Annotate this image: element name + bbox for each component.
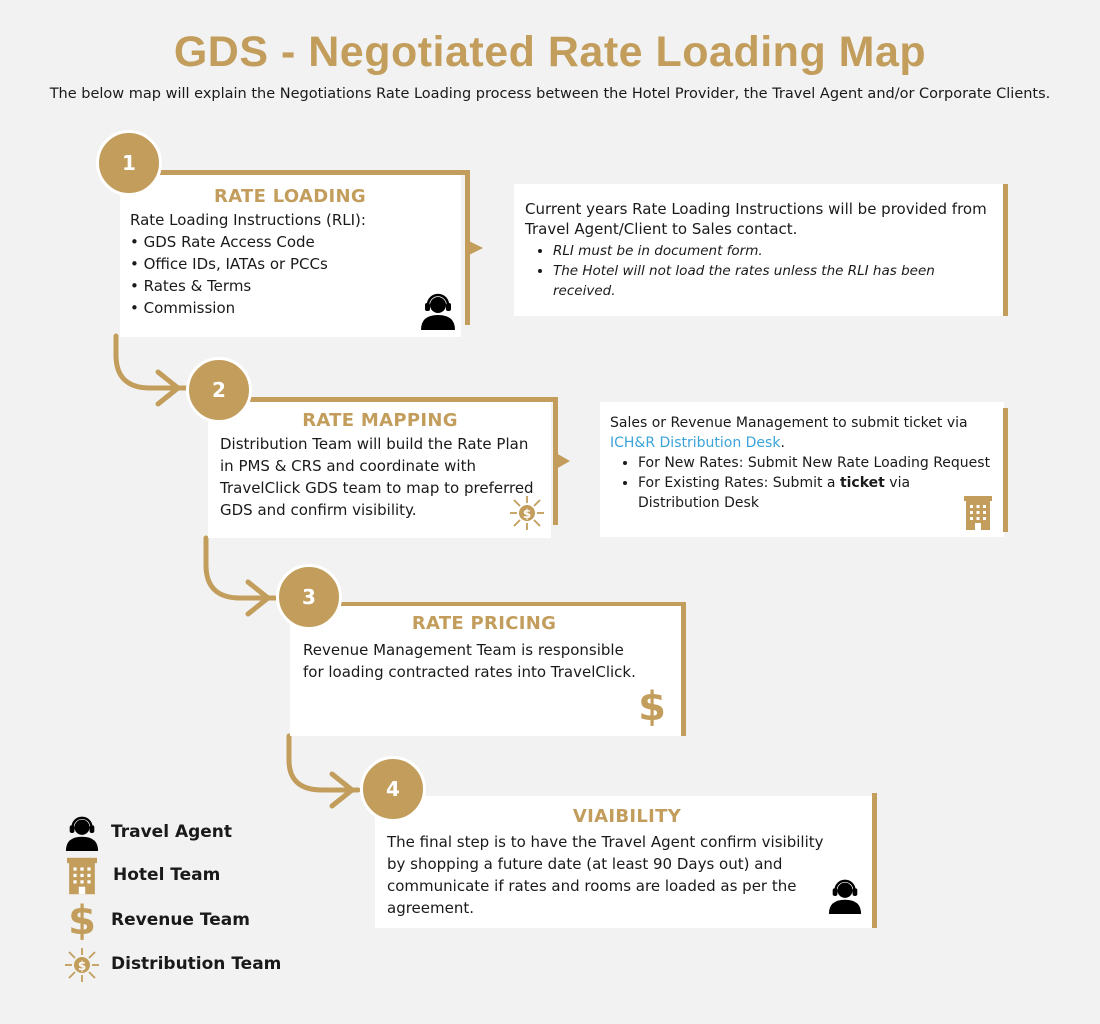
step-1-title: RATE LOADING xyxy=(214,186,366,207)
connector-1-2-head xyxy=(155,369,181,407)
connector-2-3 xyxy=(203,535,278,601)
travel-agent-icon xyxy=(828,879,862,914)
step-3-title: RATE PRICING xyxy=(411,613,557,634)
travel-agent-icon xyxy=(421,293,455,330)
pointer-1 xyxy=(467,240,483,256)
legend-hotel-team: Hotel Team xyxy=(113,865,221,885)
bullet-prefix: For Existing Rates: Submit a xyxy=(638,475,840,491)
mapping-note-card xyxy=(600,402,1004,537)
step-3-card xyxy=(290,605,682,736)
rli-note-border xyxy=(1003,184,1008,316)
step-2-number: 2 xyxy=(186,357,252,423)
ticket-emphasis: ticket xyxy=(839,475,885,491)
revenue-icon: $ xyxy=(638,684,666,726)
distribution-icon: $ xyxy=(65,948,99,982)
svg-text:$: $ xyxy=(638,684,666,726)
step-2-border-right xyxy=(553,397,558,525)
mapping-note: Sales or Revenue Management to submit ti… xyxy=(610,413,995,513)
step-3-body: Revenue Management Team is responsible f… xyxy=(303,641,636,681)
step-4-body: The final step is to have the Travel Age… xyxy=(387,833,824,917)
list-item: Office IDs, IATAs or PCCs xyxy=(130,253,450,275)
rli-note: Current years Rate Loading Instructions … xyxy=(525,199,995,301)
step-1-border-top xyxy=(150,170,470,175)
mapping-note-intro: Sales or Revenue Management to submit ti… xyxy=(610,415,968,431)
mapping-note-bullets: For New Rates: Submit New Rate Loading R… xyxy=(610,453,995,513)
mapping-note-border xyxy=(1003,408,1008,532)
pointer-2 xyxy=(556,453,570,469)
step-4-border-right xyxy=(872,793,877,928)
step-3-border-top xyxy=(325,602,685,606)
hotel-icon xyxy=(67,857,97,895)
legend-distribution-team: Distribution Team xyxy=(111,954,282,974)
step-1-border-right xyxy=(465,170,470,325)
mapping-note-period: . xyxy=(780,435,785,451)
list-item: For Existing Rates: Submit a ticket via … xyxy=(638,473,995,513)
svg-text:$: $ xyxy=(523,507,531,521)
step-1-bullets: GDS Rate Access Code Office IDs, IATAs o… xyxy=(130,231,450,319)
page-title: GDS - Negotiated Rate Loading Map xyxy=(173,28,927,76)
list-item: RLI must be in document form. xyxy=(553,241,995,261)
distribution-icon: $ xyxy=(510,496,544,530)
rli-note-bullets: RLI must be in document form. The Hotel … xyxy=(525,241,995,301)
svg-text:$: $ xyxy=(78,959,86,973)
step-1-body: Rate Loading Instructions (RLI): GDS Rat… xyxy=(130,209,450,319)
legend-travel-agent: Travel Agent xyxy=(111,822,233,842)
connector-3-4-head xyxy=(329,771,355,809)
list-item: GDS Rate Access Code xyxy=(130,231,450,253)
step-1-number: 1 xyxy=(96,130,162,196)
step-3-number: 3 xyxy=(276,564,342,630)
rli-note-card xyxy=(514,184,1004,316)
step-4-title: VIAIBILITY xyxy=(572,806,682,827)
rli-note-text: Current years Rate Loading Instructions … xyxy=(525,200,987,238)
svg-text:$: $ xyxy=(68,898,96,940)
page-subtitle: The below map will explain the Negotiati… xyxy=(49,86,1051,102)
legend-revenue-team: Revenue Team xyxy=(111,910,250,930)
bullet-suffix: via Distribution Desk xyxy=(638,475,911,511)
connector-2-3-head xyxy=(245,579,271,617)
travel-agent-icon xyxy=(65,816,99,851)
list-item: Rates & Terms xyxy=(130,275,450,297)
step-3-border-right xyxy=(681,602,686,736)
step-1-intro: Rate Loading Instructions (RLI): xyxy=(130,211,366,229)
step-2-body: Distribution Team will build the Rate Pl… xyxy=(220,435,534,519)
mapping-note-text: Sales or Revenue Management to submit ti… xyxy=(610,413,995,453)
revenue-icon: $ xyxy=(68,898,96,940)
step-2-card xyxy=(208,402,551,538)
list-item: Commission xyxy=(130,297,450,319)
step-4-number: 4 xyxy=(360,756,426,822)
connector-1-2 xyxy=(113,333,189,391)
distribution-desk-link[interactable]: ICH&R Distribution Desk xyxy=(610,435,781,451)
step-2-border-top xyxy=(240,397,558,402)
list-item: The Hotel will not load the rates unless… xyxy=(553,261,995,301)
hotel-icon xyxy=(964,496,992,530)
step-2-title: RATE MAPPING xyxy=(302,410,458,431)
step-4-card xyxy=(375,796,875,928)
list-item: For New Rates: Submit New Rate Loading R… xyxy=(638,453,995,473)
connector-3-4 xyxy=(286,733,361,793)
